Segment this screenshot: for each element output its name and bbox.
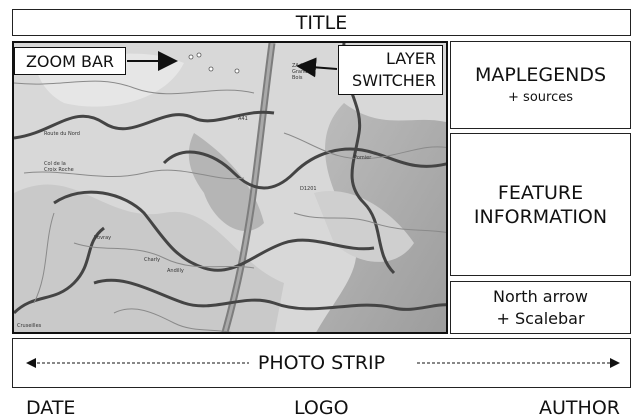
feature-information-panel: FEATURE INFORMATION [450,133,631,276]
footer-author: AUTHOR [539,397,620,419]
photo-strip-panel[interactable]: PHOTO STRIP [12,338,631,388]
feature-info-line2: INFORMATION [473,205,608,228]
map-label: Andilly [167,268,184,274]
map-label: D1201 [300,186,317,192]
map-label: A41 [238,116,248,122]
legend-heading: MAPLEGENDS [474,64,607,86]
legend-subheading: + sources [508,90,573,105]
map-label: Col de la Croix Roche [44,161,74,173]
map-label: Vovray [94,235,112,241]
north-line1: North arrow [492,286,589,306]
layer-switcher-label-line1: LAYER [386,49,436,68]
map-label: Pomier [354,155,372,161]
footer-logo: LOGO [294,397,349,419]
photo-strip-label: PHOTO STRIP [251,352,392,374]
map-legends-panel: MAPLEGENDS + sources [450,41,631,129]
photo-strip-arrows [26,358,620,368]
zoom-bar-callout: ZOOM BAR [14,47,126,75]
title-box: TITLE [12,9,631,36]
zoom-bar-label: ZOOM BAR [25,51,115,71]
map-label: Route du Nord [44,131,80,137]
title-text: TITLE [295,11,348,34]
feature-info-line1: FEATURE [497,181,584,204]
map-label: Cruseilles [17,323,42,329]
map-label: Charly [144,257,161,263]
layer-switcher-callout: LAYER SWITCHER [338,45,443,95]
north-arrow-panel: North arrow + Scalebar [450,281,631,334]
layer-switcher-label-line2: SWITCHER [352,71,436,90]
north-line2: + Scalebar [496,308,585,328]
footer-date: DATE [26,397,76,419]
footer: DATE LOGO AUTHOR [26,397,620,419]
map-svg [14,43,446,332]
zoom-dots[interactable] [14,43,448,334]
